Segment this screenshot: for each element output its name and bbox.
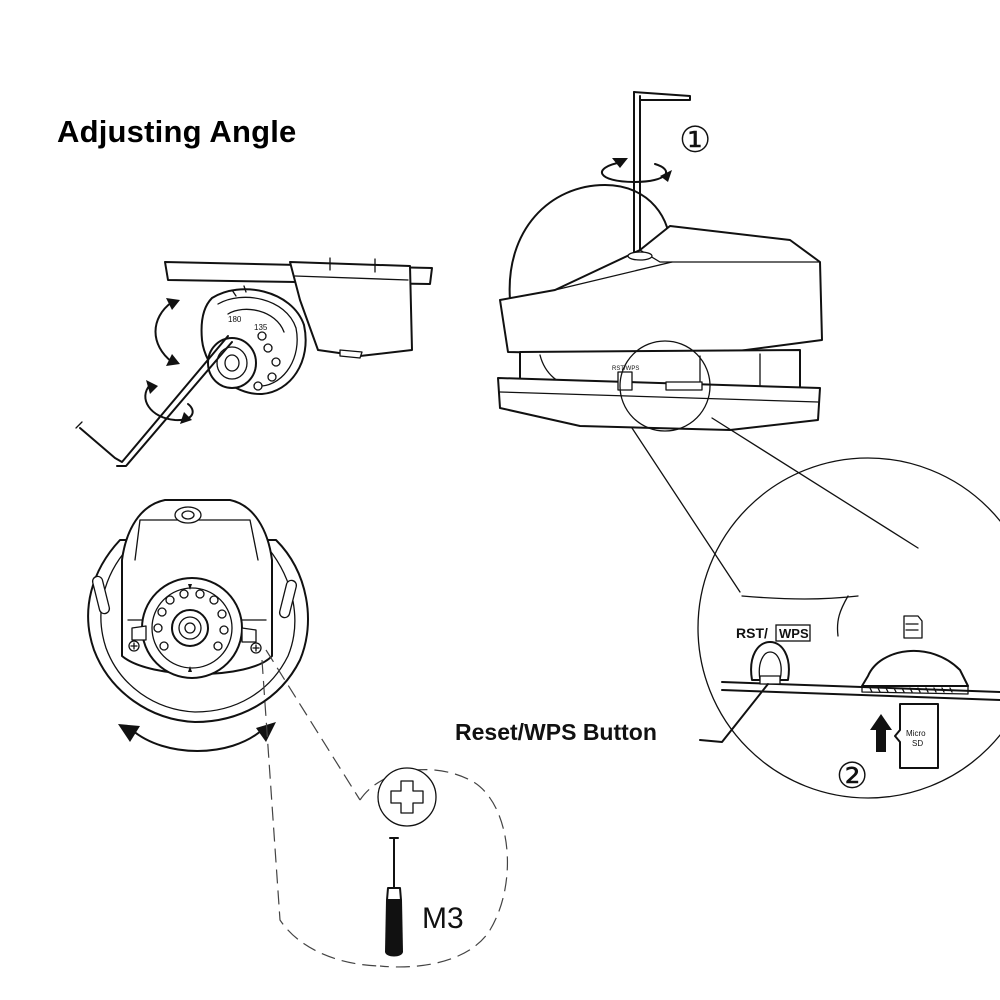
rotate-arrow-icon <box>601 158 672 183</box>
phillips-head-icon <box>377 767 437 827</box>
micro-sd-line1: Micro <box>906 729 926 738</box>
zoom-detail: RST/ WPS Micro SD <box>697 457 1000 799</box>
step-2-label: ② <box>836 755 868 796</box>
reset-wps-button-label: Reset/WPS Button <box>455 719 657 745</box>
page-title: Adjusting Angle <box>57 114 297 149</box>
camera-side-view: RST/WPS <box>497 91 823 432</box>
wps-label: WPS <box>779 626 809 641</box>
rotate-arrow-icon <box>144 298 194 424</box>
svg-text:180: 180 <box>228 315 242 324</box>
screw-size-label: M3 <box>422 902 464 935</box>
rst-label: RST/ <box>736 625 768 641</box>
svg-text:RST/WPS: RST/WPS <box>612 366 639 372</box>
camera-front-view <box>87 499 309 752</box>
svg-text:135: 135 <box>254 323 268 332</box>
micro-sd-line2: SD <box>912 739 923 748</box>
screw-detail: M3 <box>359 767 508 968</box>
hex-key-icon <box>633 91 691 263</box>
camera-tilt-view: 180 135 <box>75 257 433 467</box>
rotate-arrow-icon <box>118 722 276 752</box>
step-1-label: ① <box>679 119 711 160</box>
hex-key-icon <box>75 335 233 467</box>
arrow-up-icon <box>870 714 892 752</box>
screwdriver-icon <box>385 837 403 957</box>
micro-sd-card-icon: Micro SD <box>894 703 939 769</box>
